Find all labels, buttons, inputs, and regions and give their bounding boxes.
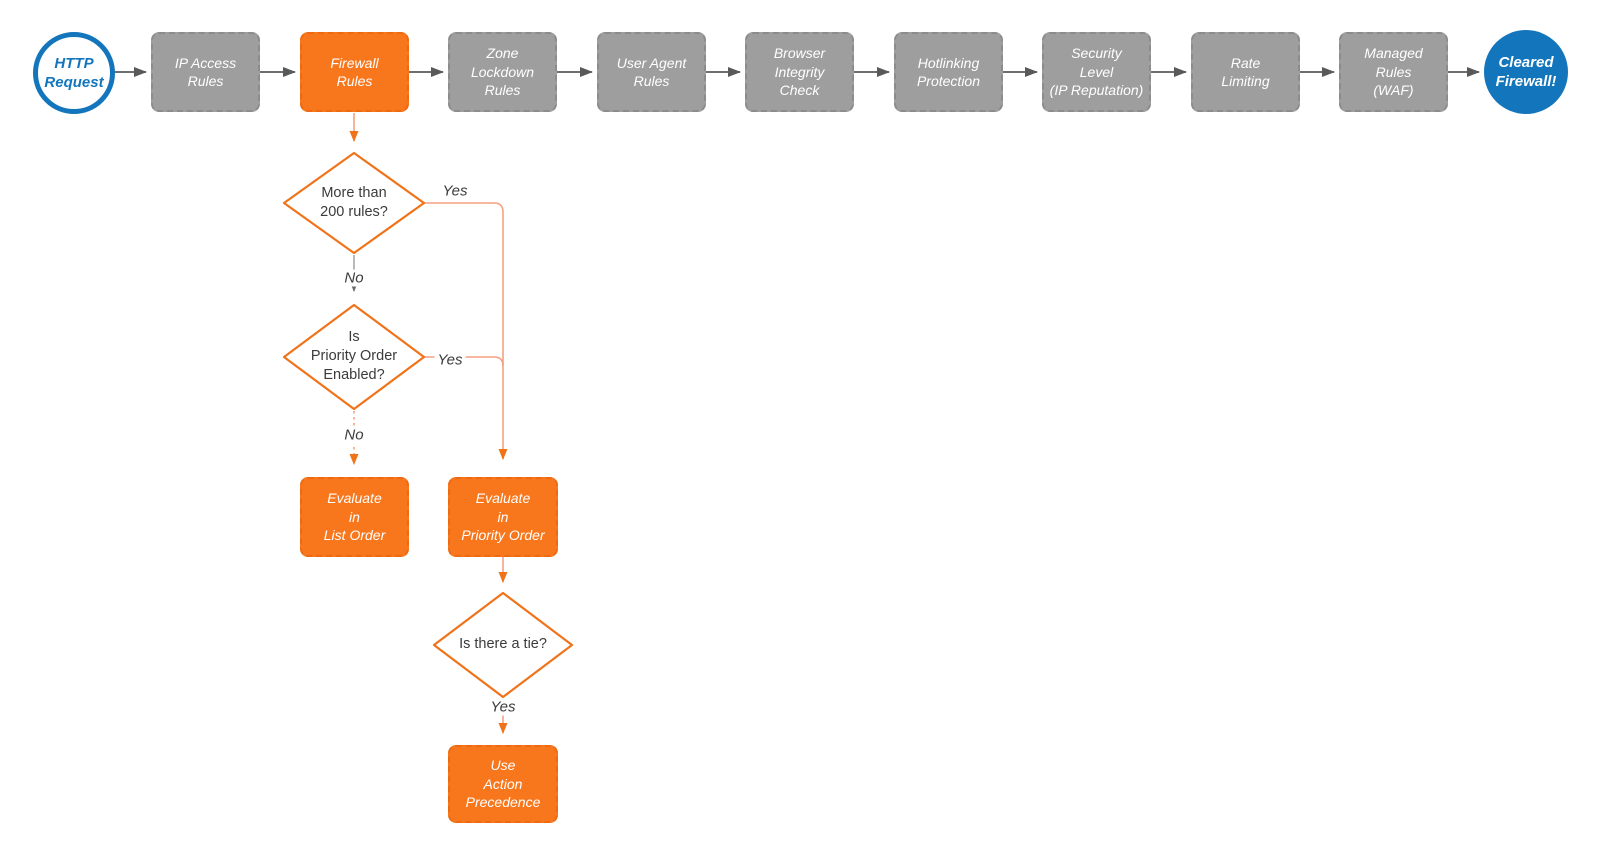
diamond-rules-count [282,151,426,255]
decision-rules-count-label: More than 200 rules? [320,185,388,220]
edge-label-rules-no: No [341,269,367,287]
node-label: Zone Lockdown Rules [470,45,535,99]
node-label: Managed Rules (WAF) [1364,45,1423,99]
node-label: HTTP Request [44,55,104,91]
diamond-tie [432,591,574,699]
action-evaluate-list-order: Evaluate in List Order [300,477,409,557]
action-label: Evaluate in List Order [323,490,386,544]
node-managed-rules-waf: Managed Rules (WAF) [1339,32,1448,112]
node-label: Cleared Firewall! [1495,54,1557,90]
node-hotlinking-protection: Hotlinking Protection [894,32,1003,112]
node-zone-lockdown-rules: Zone Lockdown Rules [448,32,557,112]
edge-label-priority-yes: Yes [434,351,466,369]
action-evaluate-priority-order: Evaluate in Priority Order [448,477,558,557]
edge-rulescount-yes-priorityorder-box [424,202,508,460]
node-label: Rate Limiting [1221,54,1270,90]
node-http-request: HTTP Request [33,32,115,114]
node-label: IP Access Rules [174,54,237,90]
edge-priorityenabled-yes-join [424,356,504,367]
decision-tie-label: Is there a tie? [459,636,547,652]
decision-priority-enabled-label: Is Priority Order Enabled? [310,329,398,383]
action-label: Use Action Precedence [465,757,541,811]
diamond-priority-enabled [282,303,426,411]
node-label: Security Level (IP Reputation) [1049,45,1144,99]
node-label: Firewall Rules [330,54,379,90]
node-security-level: Security Level (IP Reputation) [1042,32,1151,112]
decision-shapes [282,151,574,699]
node-label: Hotlinking Protection [916,54,981,90]
node-rate-limiting: Rate Limiting [1191,32,1300,112]
node-ip-access-rules: IP Access Rules [151,32,260,112]
node-label: User Agent Rules [616,54,687,90]
edge-label-rules-yes: Yes [439,182,471,200]
action-use-action-precedence: Use Action Precedence [448,745,558,823]
node-user-agent-rules: User Agent Rules [597,32,706,112]
node-label: Browser Integrity Check [773,45,826,99]
edge-label-tie-yes: Yes [487,698,519,716]
edge-label-priority-no: No [341,426,367,444]
node-cleared-firewall: Cleared Firewall! [1484,30,1568,114]
node-browser-integrity-check: Browser Integrity Check [745,32,854,112]
node-firewall-rules: Firewall Rules [300,32,409,112]
action-label: Evaluate in Priority Order [461,490,545,544]
